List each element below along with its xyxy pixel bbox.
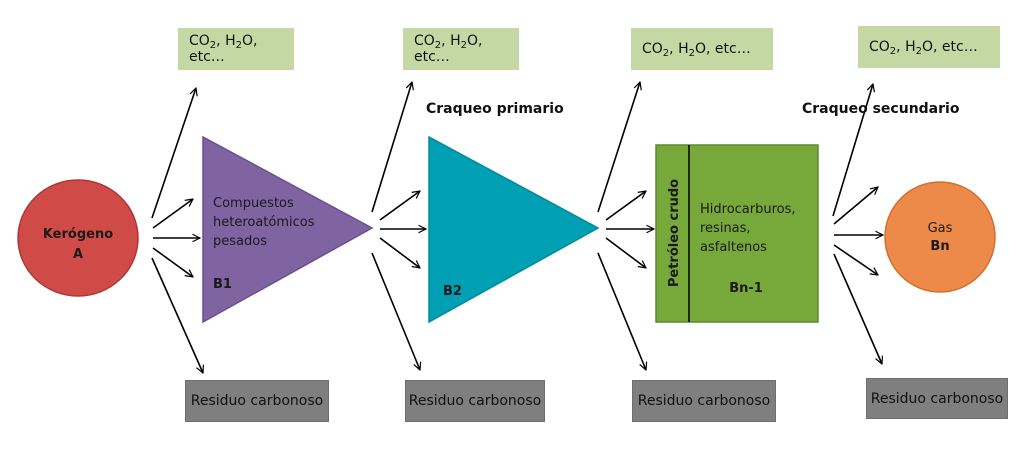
gas-node xyxy=(884,181,996,293)
arrow-fan-2 xyxy=(371,82,426,370)
arrow-to-bn-upper xyxy=(833,187,878,225)
b2-node xyxy=(428,135,600,324)
bn1-code: Bn-1 xyxy=(729,281,763,296)
b1-label-line-1: Compuestos xyxy=(213,196,294,211)
arrow-to-bn1-upper xyxy=(605,191,646,221)
bn1-node xyxy=(655,144,819,323)
residue-box-1: Residuo carbonoso xyxy=(185,380,329,422)
b1-label-line-3: pesados xyxy=(213,234,267,249)
arrow-to-b1-lower xyxy=(152,247,193,277)
kerogeno-code: A xyxy=(73,247,83,262)
arrow-to-residue-1 xyxy=(151,257,203,373)
arrow-to-residue-2 xyxy=(371,252,420,370)
gas-byproduct-box-1: CO2, H2O, etc… xyxy=(178,28,294,70)
b1-label-line-2: heteroatómicos xyxy=(213,215,315,230)
gas-byproduct-box-2: CO2, H2O, etc… xyxy=(403,28,519,70)
arrow-to-b2-lower xyxy=(379,237,420,268)
bn1-side-label: Petróleo crudo xyxy=(667,179,682,287)
arrow-to-b1-upper xyxy=(152,199,193,229)
gas-byproduct-box-3: CO2, H2O, etc… xyxy=(631,28,773,70)
gas-byproduct-box-4: CO2, H2O, etc… xyxy=(858,26,1000,68)
arrow-to-gas-byproduct-3 xyxy=(597,82,640,213)
residue-label: Residuo carbonoso xyxy=(190,393,324,409)
b2-code: B2 xyxy=(443,284,462,299)
kerogeno-label: Kerógeno xyxy=(43,227,113,242)
residue-box-3: Residuo carbonoso xyxy=(632,380,776,422)
kerogeno-node xyxy=(17,179,139,297)
stage-label-secondary: Craqueo secundario xyxy=(802,101,960,117)
residue-box-4: Residuo carbonoso xyxy=(866,378,1008,419)
stage-label-primary: Craqueo primario xyxy=(426,101,564,117)
gas-code: Bn xyxy=(930,239,949,254)
arrow-fan-3 xyxy=(597,82,654,370)
gas-byproduct-text: CO2, H2O, etc… xyxy=(189,33,258,65)
arrow-to-b2-upper xyxy=(379,191,420,221)
arrow-to-residue-4 xyxy=(833,253,882,364)
gas-byproduct-text: CO2, H2O, etc… xyxy=(869,39,978,57)
arrow-to-gas-byproduct-2 xyxy=(371,82,412,213)
b1-node xyxy=(202,135,374,324)
bn1-label-line-1: Hidrocarburos, xyxy=(700,202,796,217)
arrow-to-gas-byproduct-4 xyxy=(832,84,873,217)
arrow-to-bn-lower xyxy=(833,244,878,275)
arrow-to-residue-3 xyxy=(597,252,646,370)
residue-label: Residuo carbonoso xyxy=(637,393,771,409)
arrow-to-bn1-lower xyxy=(605,237,646,268)
gas-byproduct-text: CO2, H2O, etc… xyxy=(642,41,751,59)
residue-box-2: Residuo carbonoso xyxy=(405,380,545,422)
gas-byproduct-text: CO2, H2O, etc… xyxy=(414,33,483,65)
b1-code: B1 xyxy=(213,277,232,292)
bn1-label-line-2: resinas, xyxy=(700,221,751,236)
residue-label: Residuo carbonoso xyxy=(870,390,1004,407)
arrow-fan-1 xyxy=(151,88,203,373)
arrow-to-gas-byproduct-1 xyxy=(151,88,196,219)
residue-label: Residuo carbonoso xyxy=(408,393,542,409)
bn1-label-line-3: asfaltenos xyxy=(700,240,767,255)
arrow-fan-4 xyxy=(832,84,883,364)
gas-label: Gas xyxy=(928,221,953,236)
